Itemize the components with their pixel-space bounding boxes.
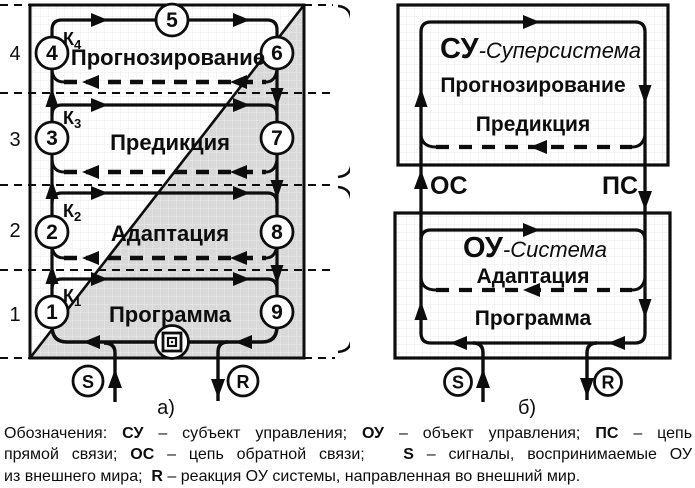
ou-title: ОУ-Система (463, 232, 607, 264)
node-7: 7 (271, 127, 283, 150)
node-5: 5 (166, 9, 178, 32)
k2-label: К2 (63, 201, 81, 224)
node-4: 4 (46, 42, 58, 65)
level-1: 1 (9, 304, 20, 326)
signal-r-label-b: R (602, 373, 615, 393)
legend-line-1: Обозначения: СУ – субъект управления; ОУ… (4, 425, 693, 442)
diagram-b-su-ou-scheme: ОС ПС СУ-Суперсистема Прогнозирование Пр… (393, 3, 672, 419)
arrowheads-b (414, 15, 652, 397)
signal-terminals-b: S R (443, 367, 623, 397)
k3-label: К3 (63, 108, 81, 131)
signal-s-label: S (82, 372, 94, 392)
level-3: 3 (9, 129, 20, 151)
signal-terminals: S R (71, 364, 260, 398)
legend-text: Обозначения: СУ – субъект управления; ОУ… (4, 423, 692, 487)
diagonal-line (28, 4, 306, 359)
su-box-border (396, 3, 670, 167)
ou-line-adaptation: Адаптация (477, 265, 590, 288)
su-box-texts: СУ-Суперсистема Прогнозирование Предикци… (440, 33, 641, 136)
caption-a: а) (157, 397, 175, 419)
su-line-forecasting: Прогнозирование (440, 74, 625, 97)
legend-line-3: из внешнего мира; R – реакция ОУ системы… (4, 467, 581, 485)
node-6: 6 (271, 42, 283, 65)
ou-box-grid (395, 213, 670, 358)
caption-b: б) (518, 397, 536, 419)
node-2: 2 (46, 221, 58, 244)
k1-label: К1 (63, 286, 81, 309)
level-numbers: 4 3 2 1 (9, 43, 20, 326)
level-4: 4 (9, 43, 20, 65)
section-titles: Прогнозирование Предикция Адаптация Прог… (71, 45, 265, 327)
ou-line-program: Программа (475, 307, 592, 330)
ou-box-texts: ОУ-Система Адаптация Программа (463, 232, 607, 330)
program-target-icon (154, 324, 190, 360)
node-8: 8 (271, 221, 283, 244)
node-1: 1 (46, 301, 58, 324)
feedback-chain-label: ОС (430, 172, 468, 200)
level-2: 2 (9, 220, 20, 242)
section-forecasting: Прогнозирование (71, 45, 265, 70)
section-program: Программа (109, 302, 232, 327)
signal-r-label: R (237, 372, 250, 392)
node-3: 3 (46, 127, 58, 150)
su-title: СУ-Суперсистема (440, 33, 641, 65)
k4-label: К4 (63, 29, 82, 52)
node-circles: 1 2 3 4 5 6 7 8 9 (34, 2, 295, 330)
legend-line-2: прямой связи; ОС – цепь обратной связи; … (4, 446, 693, 464)
diagram-a-layered-scheme: 1 2 3 4 5 6 7 8 9 К4 К3 К2 К1 4 3 2 1 Пр… (0, 2, 350, 419)
arrowheads (45, 13, 284, 398)
section-prediction: Предикция (110, 130, 230, 155)
grouping-braces (337, 4, 350, 354)
section-adaptation: Адаптация (111, 221, 229, 246)
k-labels: К4 К3 К2 К1 (63, 29, 82, 309)
node-9: 9 (271, 301, 283, 324)
su-box-grid (398, 5, 668, 165)
signal-s-label-b: S (452, 373, 464, 393)
forward-chain-label: ПС (602, 172, 638, 200)
ou-box-border (393, 211, 672, 360)
level-separators (0, 4, 335, 359)
su-line-prediction: Предикция (476, 113, 590, 136)
